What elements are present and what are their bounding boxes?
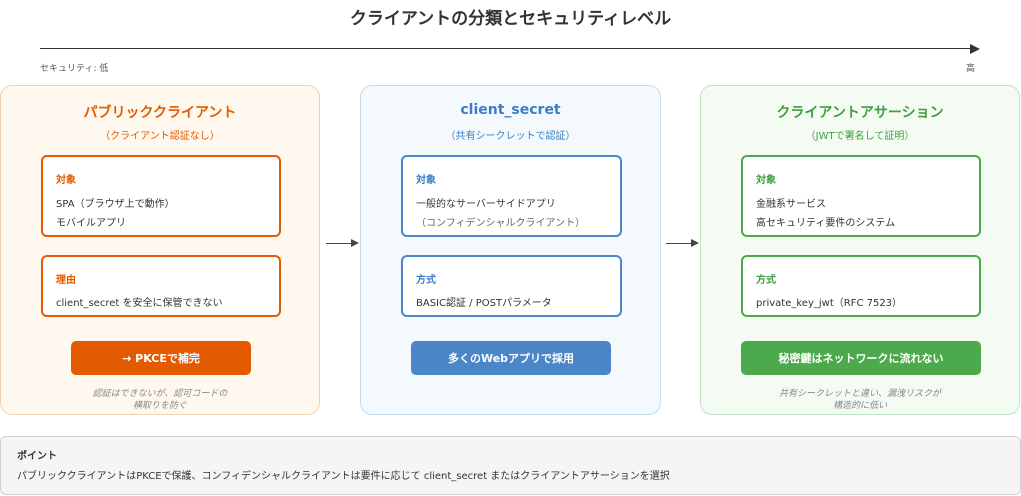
client-secret-title: client_secret bbox=[460, 102, 561, 118]
client-assertion-target-box: 対象 金融系サービス 高セキュリティ要件のシステム bbox=[741, 155, 981, 237]
flow-arrow-2-head bbox=[691, 239, 699, 247]
point-heading: ポイント bbox=[17, 451, 57, 462]
point-box: ポイント パブリッククライアントはPKCEで保護、コンフィデンシャルクライアント… bbox=[0, 436, 1021, 495]
client-secret-target-box: 対象 一般的なサーバーサイドアプリ （コンフィデンシャルクライアント） bbox=[401, 155, 622, 237]
target-heading: 対象 bbox=[56, 175, 76, 186]
note-line: 構造的に低い bbox=[832, 401, 887, 411]
client-assertion-method-box: 方式 private_key_jwt（RFC 7523） bbox=[741, 255, 981, 317]
private-key-badge: 秘密鍵はネットワークに流れない bbox=[741, 341, 981, 375]
target-line: SPA（ブラウザ上で動作） bbox=[56, 199, 175, 210]
point-text: パブリッククライアントはPKCEで保護、コンフィデンシャルクライアントは要件に応… bbox=[17, 471, 670, 482]
target-heading: 対象 bbox=[416, 175, 436, 186]
method-line: BASIC認証 / POSTパラメータ bbox=[416, 298, 552, 309]
axis-low-label: セキュリティ: 低 bbox=[40, 64, 109, 74]
client-assertion-panel: クライアントアサーション （JWTで署名して証明） 対象 金融系サービス 高セキ… bbox=[700, 85, 1020, 415]
public-client-target-box: 対象 SPA（ブラウザ上で動作） モバイルアプリ bbox=[41, 155, 281, 237]
client-assertion-title: クライアントアサーション bbox=[776, 105, 944, 121]
method-heading: 方式 bbox=[416, 275, 436, 286]
public-client-subtitle: （クライアント認証なし） bbox=[100, 131, 220, 142]
flow-arrow-2-line bbox=[666, 243, 692, 244]
client-assertion-subtitle: （JWTで署名して証明） bbox=[805, 131, 915, 142]
client-secret-subtitle: （共有シークレットで認証） bbox=[445, 131, 576, 142]
note-line: 共有シークレットと違い、漏洩リスクが bbox=[778, 389, 941, 399]
web-apps-badge: 多くのWebアプリで採用 bbox=[411, 341, 611, 375]
public-client-title: パブリッククライアント bbox=[83, 105, 237, 121]
flow-arrow-1-line bbox=[326, 243, 352, 244]
client-secret-method-box: 方式 BASIC認証 / POSTパラメータ bbox=[401, 255, 622, 317]
flow-arrow-1-head bbox=[351, 239, 359, 247]
target-line: （コンフィデンシャルクライアント） bbox=[416, 218, 586, 229]
client-assertion-note: 共有シークレットと違い、漏洩リスクが 構造的に低い bbox=[701, 388, 1019, 412]
security-axis-line bbox=[40, 48, 972, 49]
axis-high-label: 高 bbox=[966, 64, 976, 74]
public-client-panel: パブリッククライアント （クライアント認証なし） 対象 SPA（ブラウザ上で動作… bbox=[0, 85, 320, 415]
public-client-note: 認証はできないが、認可コードの 横取りを防ぐ bbox=[1, 388, 319, 412]
axis-arrow-head bbox=[970, 44, 980, 54]
method-line: private_key_jwt（RFC 7523） bbox=[756, 298, 903, 309]
target-line: 高セキュリティ要件のシステム bbox=[756, 218, 896, 229]
public-client-reason-box: 理由 client_secret を安全に保管できない bbox=[41, 255, 281, 317]
note-line: 認証はできないが、認可コードの bbox=[92, 389, 228, 399]
target-line: モバイルアプリ bbox=[56, 218, 126, 229]
client-secret-panel: client_secret （共有シークレットで認証） 対象 一般的なサーバーサ… bbox=[360, 85, 661, 415]
target-line: 金融系サービス bbox=[756, 199, 826, 210]
reason-line: client_secret を安全に保管できない bbox=[56, 298, 223, 309]
method-heading: 方式 bbox=[756, 275, 776, 286]
reason-heading: 理由 bbox=[56, 275, 76, 286]
target-heading: 対象 bbox=[756, 175, 776, 186]
target-line: 一般的なサーバーサイドアプリ bbox=[416, 199, 556, 210]
diagram-title: クライアントの分類とセキュリティレベル bbox=[349, 9, 672, 29]
pkce-badge: → PKCEで補完 bbox=[71, 341, 251, 375]
note-line: 横取りを防ぐ bbox=[132, 401, 187, 411]
